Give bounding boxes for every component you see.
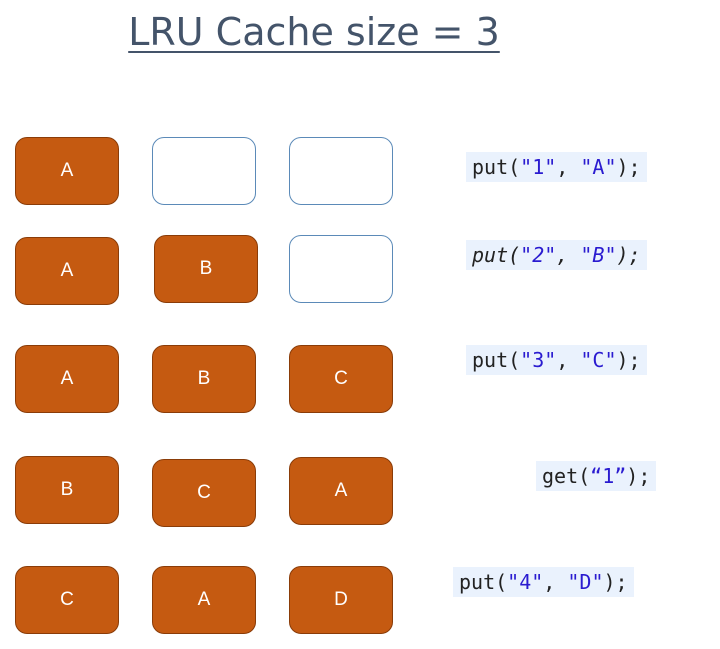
operation-code: put("1", "A"); <box>466 152 647 182</box>
cache-slot-filled: A <box>15 237 119 305</box>
cache-slot-filled: C <box>152 459 256 527</box>
operation-code: get(“1”); <box>536 461 657 491</box>
cache-slot-empty <box>152 137 256 205</box>
operation-code: put("2", "B"); <box>466 240 647 270</box>
cache-slot-filled: B <box>152 345 256 413</box>
cache-slot-filled: A <box>15 345 119 413</box>
cache-slot-filled: D <box>289 566 393 634</box>
cache-slot-filled: B <box>15 456 119 524</box>
cache-slot-filled: A <box>289 457 393 525</box>
cache-slot-filled: C <box>289 345 393 413</box>
cache-slot-empty <box>289 137 393 205</box>
cache-slot-filled: B <box>154 235 258 303</box>
diagram-title: LRU Cache size = 3 <box>128 10 500 54</box>
cache-slot-filled: C <box>15 566 119 634</box>
cache-slot-filled: A <box>152 566 256 634</box>
cache-slot-filled: A <box>15 137 119 205</box>
cache-slot-empty <box>289 235 393 303</box>
operation-code: put("4", "D"); <box>453 567 634 597</box>
operation-code: put("3", "C"); <box>466 345 647 375</box>
